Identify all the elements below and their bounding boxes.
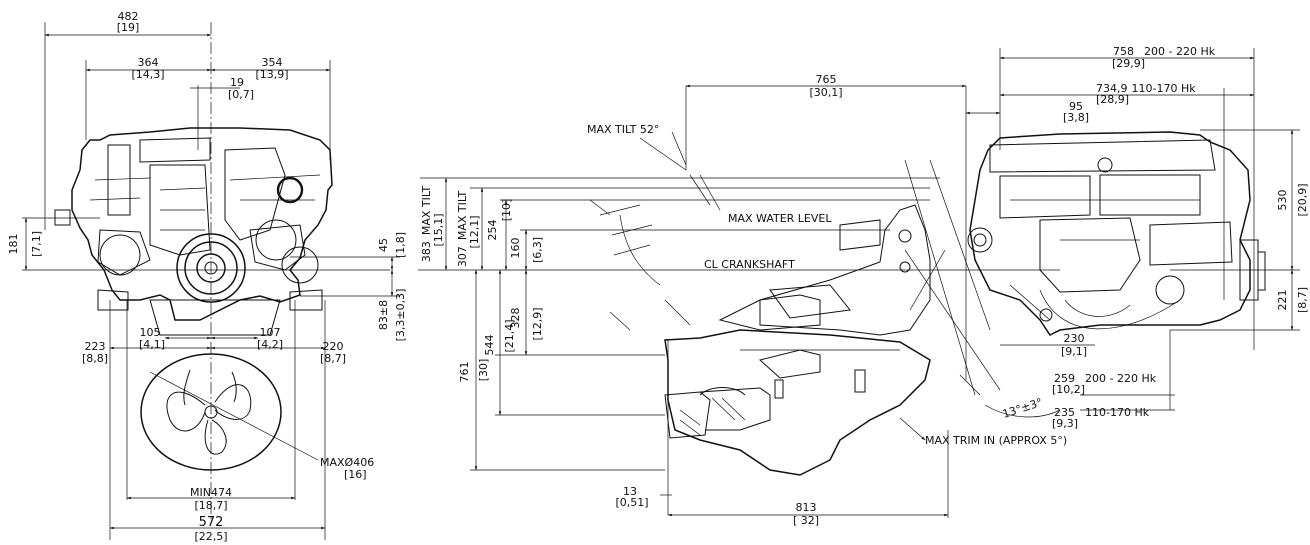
svg-text:[13,9]: [13,9] xyxy=(255,68,288,81)
svg-text:[29,9]: [29,9] xyxy=(1112,57,1145,70)
svg-text:[9,3]: [9,3] xyxy=(1052,417,1078,430)
trim-axis xyxy=(904,159,976,396)
side-view-dimensions: 765 [30,1] MAX TILT 52° MAX WATER LEVEL … xyxy=(420,45,1309,527)
svg-text:[18,7]: [18,7] xyxy=(194,499,227,512)
svg-text:220: 220 xyxy=(323,340,344,353)
svg-text:572: 572 xyxy=(199,515,224,530)
side-view: 765 [30,1] MAX TILT 52° MAX WATER LEVEL … xyxy=(418,45,1309,527)
svg-text:107: 107 xyxy=(260,326,281,339)
svg-text:530: 530 xyxy=(1276,190,1289,211)
svg-text:160: 160 xyxy=(509,238,522,259)
svg-text:181: 181 xyxy=(7,234,20,255)
svg-text:[8,8]: [8,8] xyxy=(82,352,108,365)
svg-text:[8,7]: [8,7] xyxy=(320,352,346,365)
svg-text:19: 19 xyxy=(230,76,244,89)
svg-text:[7,1]: [7,1] xyxy=(30,231,43,257)
svg-text:[16]: [16] xyxy=(344,468,367,481)
svg-text:[22,5]: [22,5] xyxy=(194,530,227,543)
front-view-dimensions: 482 [19] 364 [14,3] 354 [13,9] 19 [0,7] … xyxy=(7,10,407,543)
svg-text:482: 482 xyxy=(118,10,139,23)
svg-text:[3,3±0,3]: [3,3±0,3] xyxy=(394,289,407,342)
svg-text:[0,51]: [0,51] xyxy=(615,496,648,509)
front-view: 482 [19] 364 [14,3] 354 [13,9] 19 [0,7] … xyxy=(7,10,407,543)
svg-text:230: 230 xyxy=(1064,332,1085,345)
svg-text:[1,8]: [1,8] xyxy=(394,232,407,258)
svg-text:95: 95 xyxy=(1069,100,1083,113)
tilt-phantom xyxy=(589,137,721,331)
svg-text:383MAX TILT: 383MAX TILT xyxy=(420,186,433,263)
svg-text:[30,1]: [30,1] xyxy=(809,86,842,99)
svg-text:328: 328 xyxy=(509,308,522,329)
svg-text:364: 364 xyxy=(138,56,159,69)
svg-text:813: 813 xyxy=(796,501,817,514)
svg-text:[ 32]: [ 32] xyxy=(793,514,819,527)
front-pulley xyxy=(176,233,246,303)
engine-front xyxy=(54,127,333,336)
svg-text:761: 761 xyxy=(458,362,471,383)
svg-text:354: 354 xyxy=(262,56,283,69)
svg-text:[4,1]: [4,1] xyxy=(139,338,165,351)
svg-text:223: 223 xyxy=(85,340,106,353)
svg-text:[9,1]: [9,1] xyxy=(1061,345,1087,358)
svg-text:MIN474: MIN474 xyxy=(190,486,232,499)
svg-text:13: 13 xyxy=(623,485,637,498)
cl-crankshaft-label: CL CRANKSHAFT xyxy=(704,258,795,271)
engine-side xyxy=(967,131,1266,336)
svg-text:83±8: 83±8 xyxy=(377,300,390,330)
svg-text:[14,3]: [14,3] xyxy=(131,68,164,81)
svg-text:[30]: [30] xyxy=(477,359,490,382)
svg-text:[6,3]: [6,3] xyxy=(531,237,544,263)
svg-text:[21,4]: [21,4] xyxy=(503,319,516,352)
max-tilt-label: MAX TILT 52° xyxy=(587,123,659,136)
svg-text:[12,9]: [12,9] xyxy=(531,307,544,340)
svg-text:221: 221 xyxy=(1276,290,1289,311)
svg-text:MAX TRIM IN (APPROX 5°): MAX TRIM IN (APPROX 5°) xyxy=(925,434,1067,447)
svg-text:254: 254 xyxy=(486,220,499,241)
svg-text:[8,7]: [8,7] xyxy=(1296,287,1309,313)
svg-text:307MAX TILT: 307MAX TILT xyxy=(456,191,469,268)
svg-text:[10]: [10] xyxy=(500,199,513,222)
svg-text:[28,9]: [28,9] xyxy=(1096,93,1129,106)
sterndrive xyxy=(664,204,931,476)
svg-text:[15,1]: [15,1] xyxy=(432,213,445,246)
svg-text:[12,1]: [12,1] xyxy=(468,215,481,248)
svg-text:MAXØ406: MAXØ406 xyxy=(320,456,374,469)
propeller-front xyxy=(140,353,319,471)
svg-text:765: 765 xyxy=(816,73,837,86)
svg-text:[0,7]: [0,7] xyxy=(228,88,254,101)
svg-text:45: 45 xyxy=(377,238,390,252)
svg-text:105: 105 xyxy=(140,326,161,339)
svg-text:[4,2]: [4,2] xyxy=(257,338,283,351)
svg-text:[10,2]: [10,2] xyxy=(1052,383,1085,396)
svg-text:[20,9]: [20,9] xyxy=(1296,183,1309,216)
svg-text:[3,8]: [3,8] xyxy=(1063,111,1089,124)
svg-text:544: 544 xyxy=(483,335,496,356)
svg-text:[19]: [19] xyxy=(117,21,140,34)
max-water-level-label: MAX WATER LEVEL xyxy=(728,212,832,225)
